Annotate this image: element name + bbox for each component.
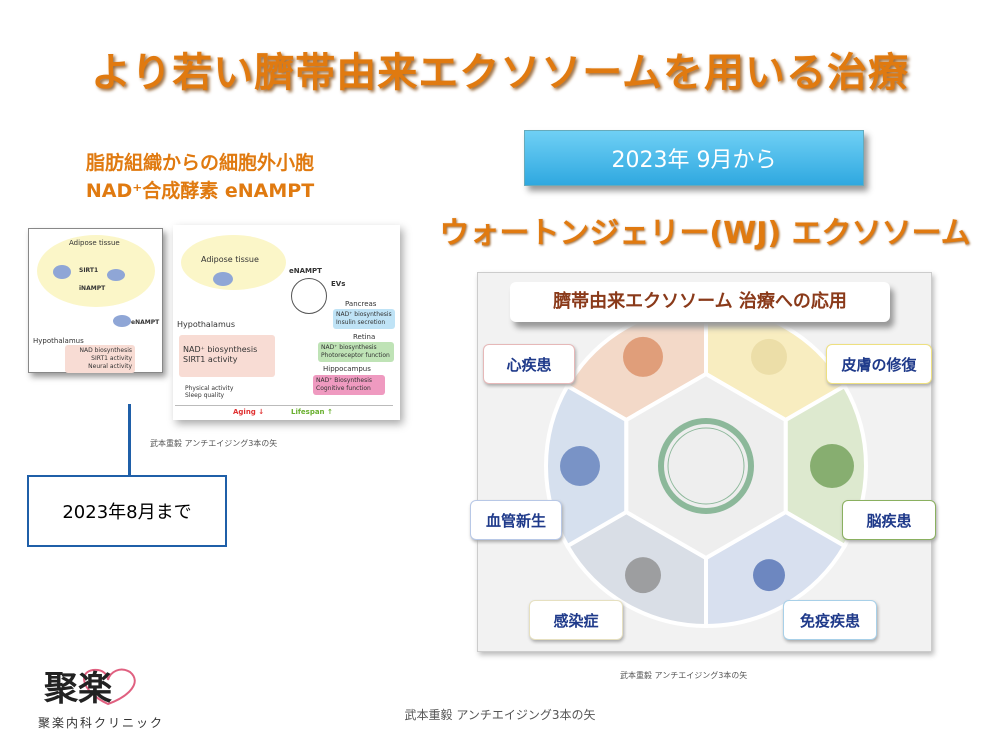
fig-text: Sleep quality (185, 392, 225, 399)
fig-label: Adipose tissue (69, 239, 120, 247)
center-hexagon (624, 371, 788, 561)
fig-text: NAD⁺ biosynthesis (183, 345, 258, 354)
fig-label: iNAMPT (79, 285, 106, 292)
brain-icon (810, 444, 854, 488)
fig-text: Photoreceptor function (321, 352, 390, 359)
fig-label: EVs (331, 280, 346, 288)
fig-text: NAD biosynthesis (79, 347, 132, 354)
clinic-logo: 聚楽 聚楽内科クリニック (38, 660, 178, 730)
fig-label: Hypothalamus (177, 320, 235, 329)
left-caption-2: NAD⁺合成酵素 eNAMPT (85, 180, 315, 202)
fig-text: SIRT1 activity (91, 355, 132, 362)
fig-label: eNAMPT (289, 267, 322, 275)
figure-large: Adipose tissue eNAMPT EVs Pancreas NAD⁺ … (173, 225, 400, 420)
exosome-icon (667, 427, 745, 505)
date-until-box: 2023年8月まで (27, 475, 227, 547)
label-infection: 感染症 (529, 600, 623, 640)
date-from-box: 2023年 9月から (524, 130, 864, 186)
fig-text: Neural activity (88, 363, 132, 370)
application-panel (477, 272, 932, 652)
fig-text: NAD⁺ Biosynthesis (316, 377, 372, 384)
panel-title: 臍帯由来エクソソーム 治療への応用 (510, 282, 890, 322)
virus-icon (625, 557, 661, 594)
fig-text: Physical activity (185, 385, 234, 392)
exosome-wheel (544, 303, 868, 629)
fig-label: Lifespan ↑ (291, 408, 333, 416)
label-brain: 脳疾患 (842, 500, 936, 540)
label-angiogenesis: 血管新生 (470, 500, 562, 540)
skin-icon (751, 338, 787, 375)
heart-organ-icon (623, 336, 663, 377)
clinic-name: 聚楽内科クリニック (38, 716, 165, 730)
fig-label: Adipose tissue (201, 255, 259, 264)
label-heart: 心疾患 (483, 344, 575, 384)
fig-label: Aging ↓ (233, 408, 265, 416)
blood-vessel-icon (560, 446, 600, 486)
fig-text: Cognitive function (316, 385, 371, 392)
figure-credit: 武本重毅 アンチエイジング3本の矢 (150, 439, 278, 448)
panel-credit: 武本重毅 アンチエイジング3本の矢 (620, 671, 748, 680)
fig-label: Hypothalamus (33, 337, 84, 345)
fig-text: NAD⁺ biosynthesis (336, 311, 392, 318)
label-skin: 皮膚の修復 (826, 344, 932, 384)
fig-text: Insulin secretion (336, 319, 386, 326)
fig-label: SIRT1 (79, 267, 99, 274)
figure-small: Adipose tissue SIRT1 iNAMPT eNAMPT Hypot… (28, 228, 163, 373)
wj-heading: ウォートンジェリー(WJ) エクソソーム (439, 216, 971, 251)
fig-label: Hippocampus (323, 365, 371, 373)
label-immune: 免疫疾患 (783, 600, 877, 640)
immune-cells-icon (753, 559, 785, 592)
fig-text: SIRT1 activity (183, 355, 238, 364)
connector-line (128, 404, 131, 476)
fig-label: eNAMPT (131, 319, 160, 326)
fig-text: NAD⁺ biosynthesis (321, 344, 377, 351)
fig-label: Pancreas (345, 300, 377, 308)
fig-label: Retina (353, 333, 376, 341)
slide-title: より若い臍帯由来エクソソームを用いる治療 (91, 50, 909, 96)
exosome-icon (658, 418, 754, 514)
svg-text:聚楽: 聚楽 (43, 669, 112, 709)
left-caption-1: 脂肪組織からの細胞外小胞 (85, 152, 314, 174)
footer-credit: 武本重毅 アンチエイジング3本の矢 (404, 708, 596, 722)
logo-heart-icon: 聚楽 (43, 668, 136, 709)
